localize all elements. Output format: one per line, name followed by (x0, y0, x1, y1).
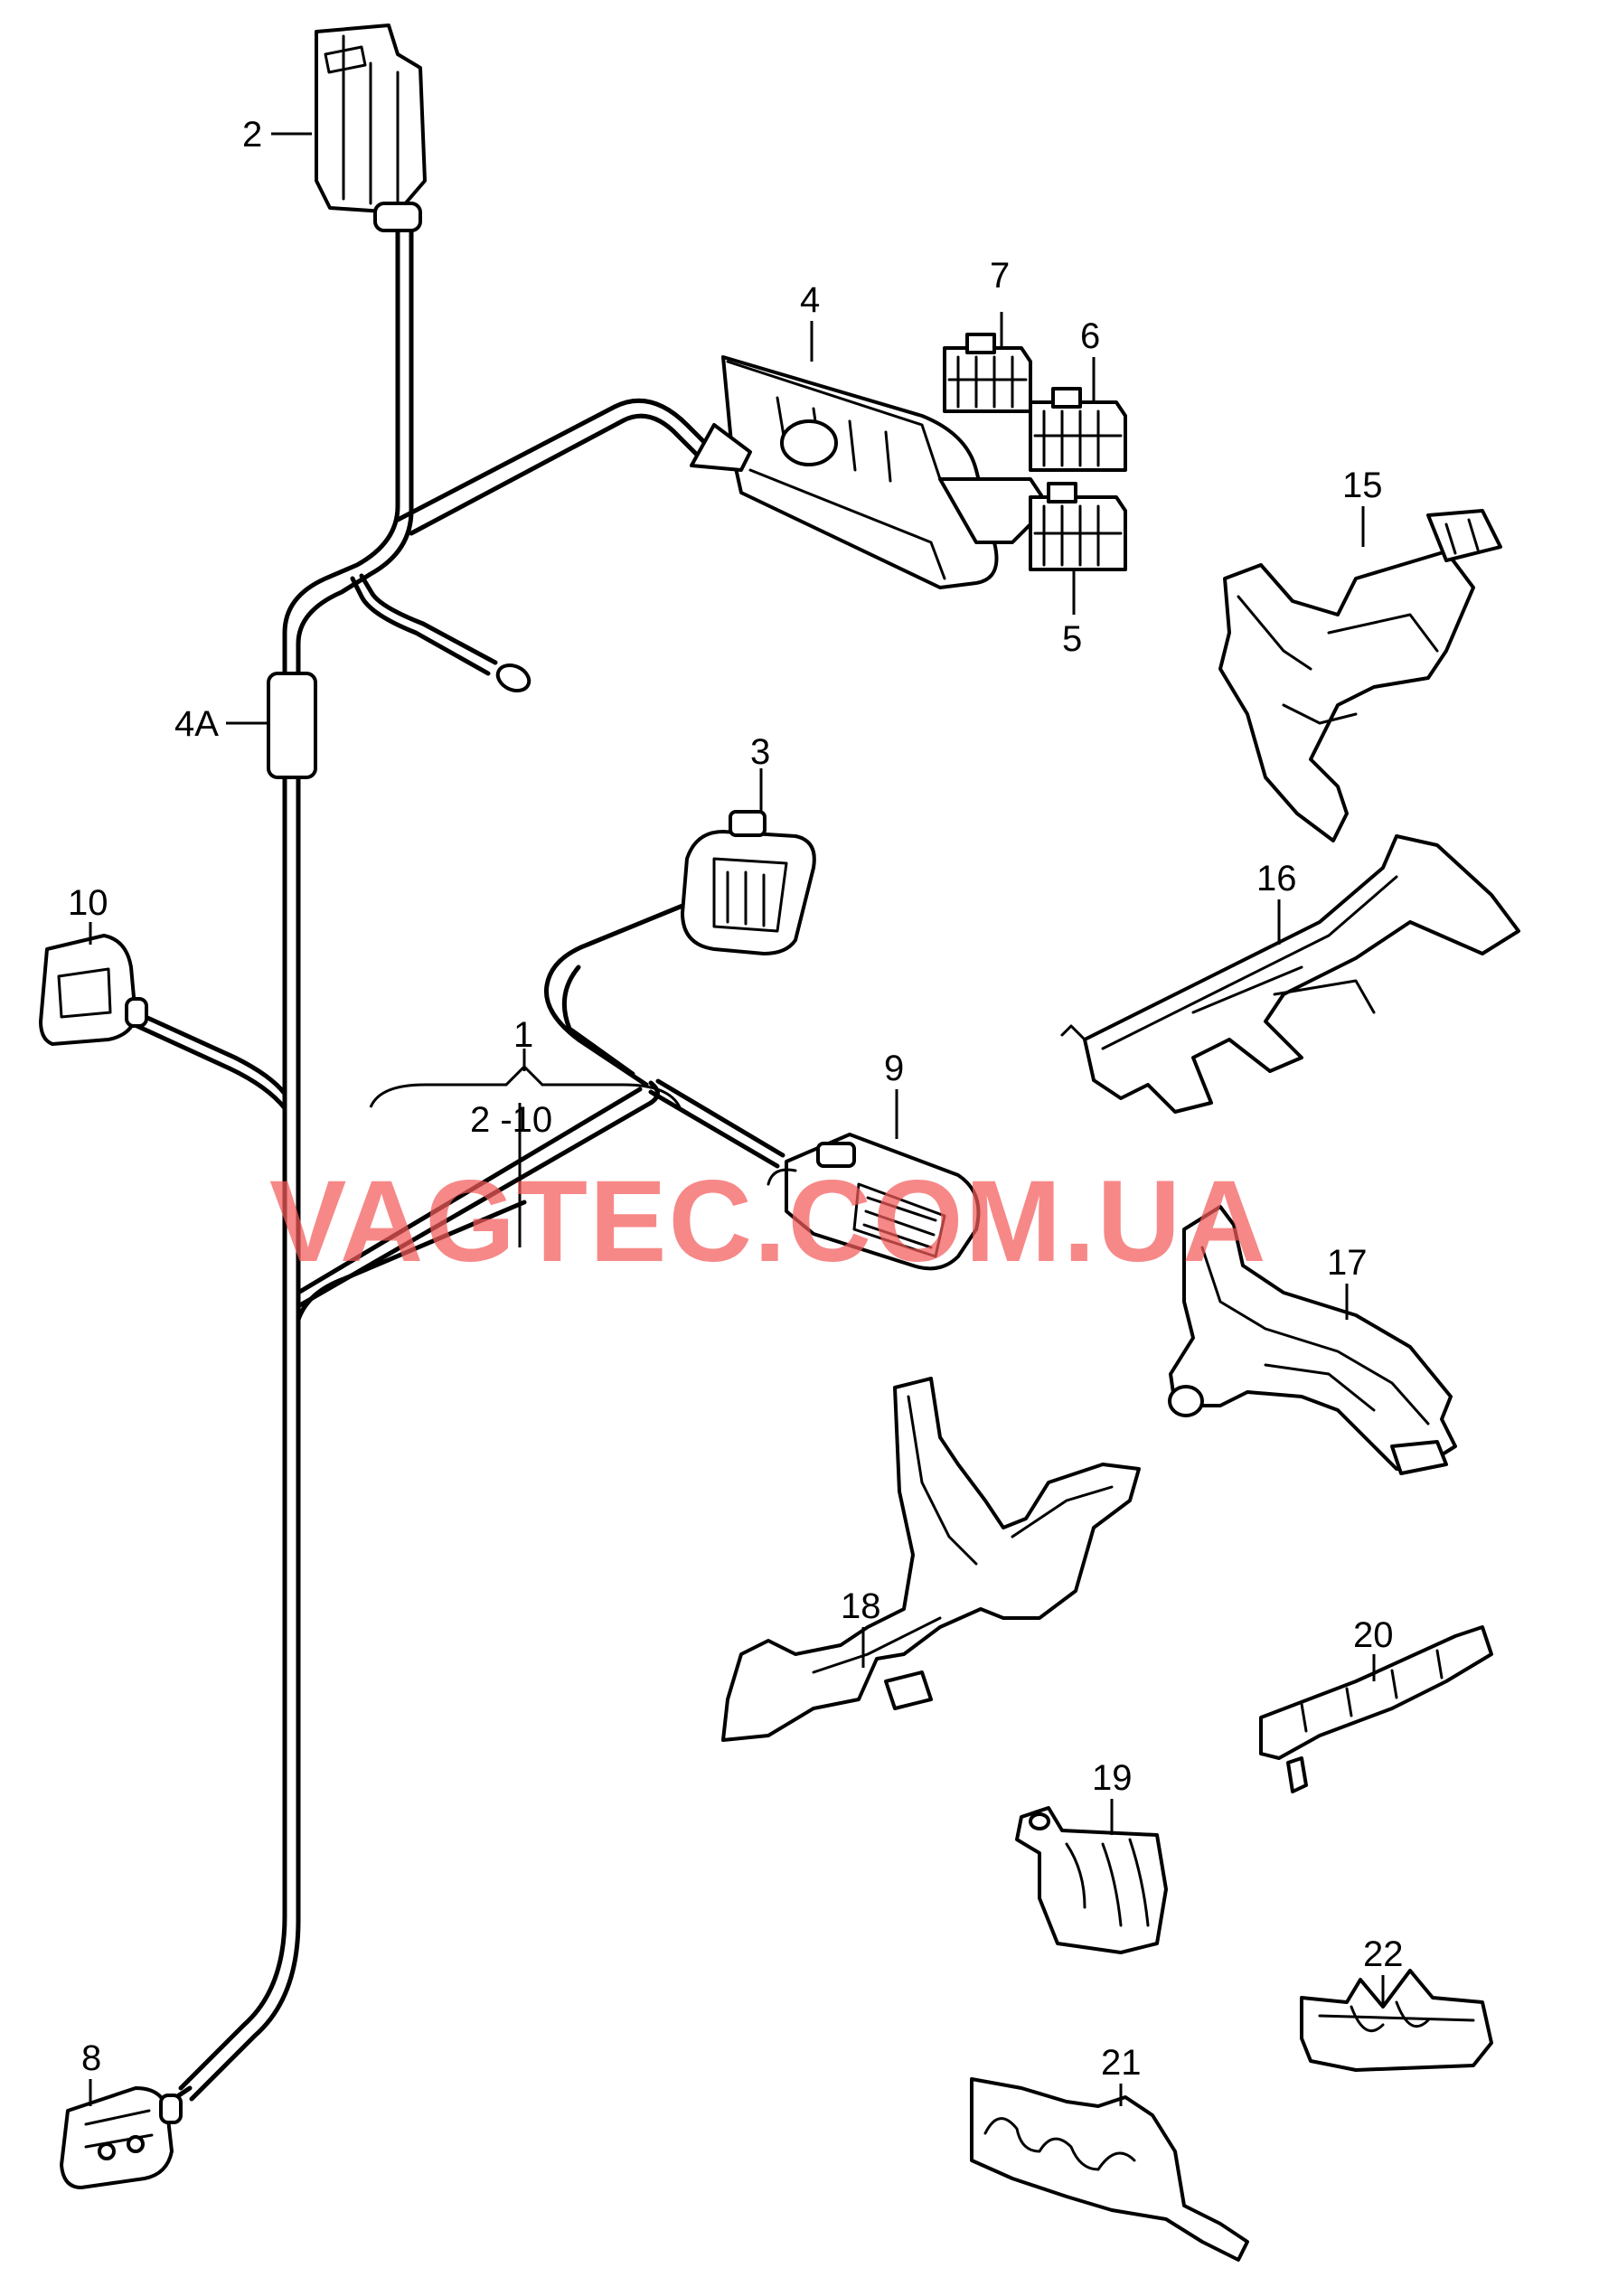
connector-2 (315, 24, 427, 232)
callout-22: 22 (1363, 1934, 1404, 1974)
callout-3: 3 (750, 732, 770, 772)
callout-18: 18 (841, 1586, 881, 1626)
bracket-15 (1218, 509, 1502, 842)
callout-8: 8 (81, 2038, 101, 2078)
callout-17: 17 (1327, 1243, 1368, 1283)
bracket-18 (721, 1377, 1141, 1742)
callout-7: 7 (990, 256, 1010, 296)
retainer-19 (1015, 1806, 1168, 1954)
callout-9: 9 (884, 1049, 904, 1088)
bracket-16 (1060, 834, 1520, 1114)
connector-3 (681, 810, 816, 955)
connector-4 (690, 355, 1050, 589)
holder-22 (1300, 1969, 1493, 2072)
callout-2: 2 (242, 115, 262, 155)
wiring-harness (128, 214, 785, 2109)
callout-4: 4 (800, 280, 820, 320)
leader-lines (89, 132, 1385, 2106)
holder-21 (970, 2077, 1249, 2262)
callout-15: 15 (1342, 466, 1383, 505)
connector-6 (1029, 387, 1127, 472)
connector-10 (39, 934, 148, 1046)
clip-20 (1259, 1625, 1493, 1793)
callout-1-range: 2 -10 (470, 1100, 552, 1140)
callout-6: 6 (1080, 316, 1100, 356)
callout-21: 21 (1101, 2043, 1142, 2083)
callout-16: 16 (1256, 859, 1297, 899)
callout-19: 19 (1092, 1758, 1133, 1798)
callout-10: 10 (68, 883, 108, 923)
connector-8 (60, 2086, 183, 2189)
callout-labels: 1 2 -10 2 3 4 4A 5 6 7 8 9 10 15 16 17 1… (68, 115, 1404, 2083)
connector-5 (1029, 482, 1127, 571)
callout-4a: 4A (174, 704, 219, 744)
connector-7 (943, 333, 1032, 413)
callout-20: 20 (1353, 1615, 1394, 1655)
callout-1: 1 (513, 1015, 533, 1055)
callout-5: 5 (1062, 619, 1082, 659)
connector-9 (767, 1133, 981, 1271)
watermark: VAGTEC.COM.UA (269, 1157, 1268, 1286)
bracket-17 (1168, 1205, 1457, 1475)
